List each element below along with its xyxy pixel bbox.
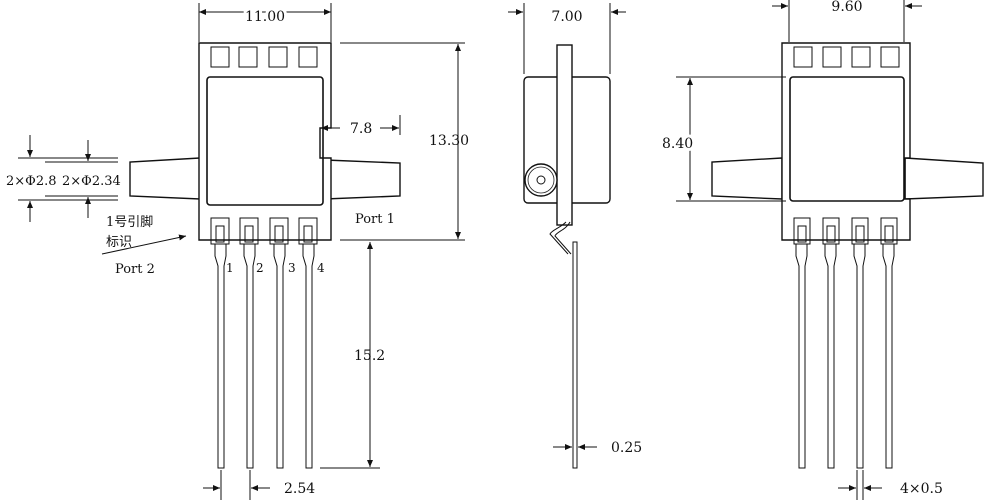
pin-number: 1 (226, 261, 234, 275)
port2-label: Port 2 (115, 262, 155, 277)
front-port-right (324, 159, 401, 200)
side-lead (572, 241, 578, 469)
side-plate (556, 44, 573, 226)
pin-number: 4 (317, 261, 325, 275)
rear-top-teeth (793, 46, 900, 68)
dim-side-width: 7.00 (551, 9, 582, 25)
port1-label: Port 1 (355, 212, 395, 227)
pin1-mark-arrow (101, 234, 187, 255)
pin1-mark-label-line1: 1号引脚 (106, 214, 153, 230)
dim-lead-pitch: 2.54 (284, 481, 315, 497)
dim-port-offset: 7.8 (350, 121, 372, 137)
front-port-left (129, 157, 201, 200)
side-port-inner (536, 175, 546, 185)
front-view: 11.00 13.30 7.8 2×Φ2.8 2×Φ2.34 1号引脚 标识 P… (6, 3, 469, 500)
rear-port-left (711, 157, 783, 200)
rear-view: 9.60 8.40 4×0.5 (659, 0, 984, 500)
front-top-teeth (210, 46, 318, 68)
side-port-outer (524, 163, 558, 197)
pin-number: 3 (288, 261, 296, 275)
pin1-mark-label-line2: 标识 (106, 235, 132, 250)
dim-front-width: 11.00 (245, 9, 285, 25)
rear-leads (795, 244, 895, 469)
front-lead-sockets (210, 217, 318, 245)
rear-inner-window (789, 76, 905, 202)
dim-body-height: 13.30 (429, 133, 469, 149)
front-leads (214, 244, 315, 469)
rear-body-outline (781, 42, 911, 241)
dim-port-dia-inner: 2×Φ2.34 (62, 174, 121, 189)
dim-lead-width: 4×0.5 (900, 481, 943, 497)
dim-lead-thickness: 0.25 (611, 440, 642, 456)
front-body-outline (198, 42, 332, 241)
front-inner-window (206, 76, 324, 206)
dim-port-dia-outer: 2×Φ2.8 (6, 174, 57, 189)
side-lead-bend (549, 221, 569, 255)
dim-rear-height: 8.40 (662, 136, 693, 152)
side-view: 7.00 0.25 (508, 3, 642, 469)
dim-lead-length: 15.2 (354, 348, 385, 364)
rear-port-right (904, 157, 984, 200)
dim-rear-width: 9.60 (831, 0, 862, 15)
pin-number: 2 (256, 261, 264, 275)
rear-lead-sockets (793, 217, 898, 245)
